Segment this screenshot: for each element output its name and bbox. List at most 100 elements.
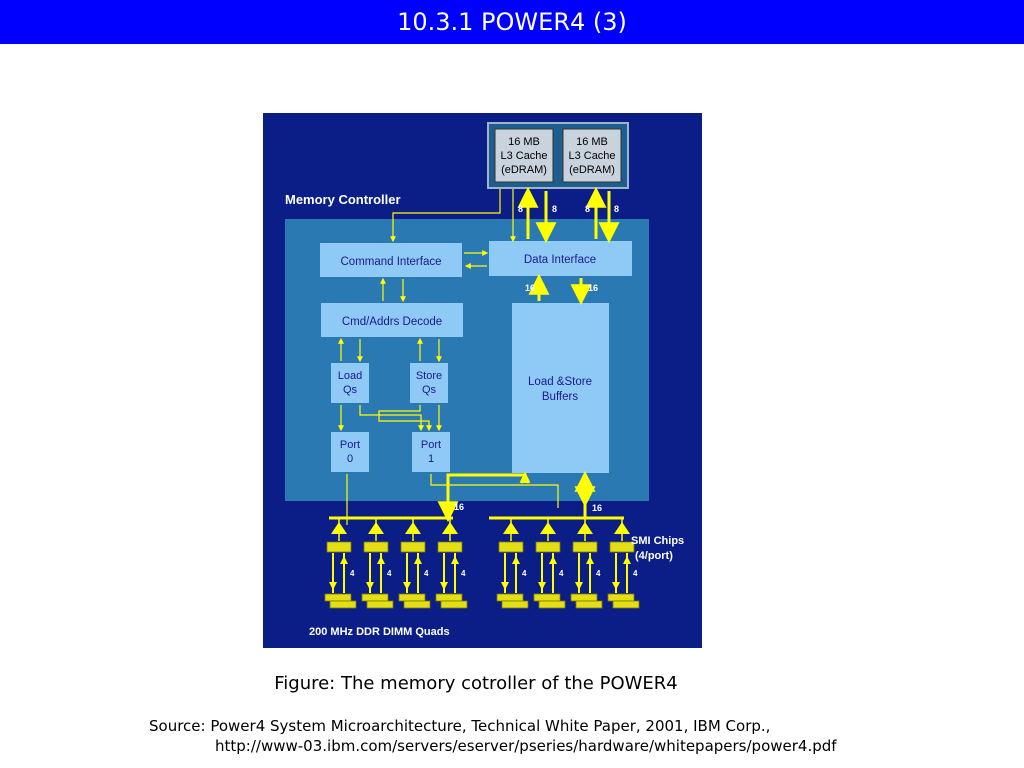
- dimm-module: [329, 600, 357, 609]
- smi-feed-arrow: [368, 522, 384, 534]
- l3-cache-right: [562, 128, 622, 183]
- control-signal-lines: [338, 189, 559, 525]
- load-qs-line2: Qs: [343, 384, 358, 396]
- dimm-module: [398, 593, 426, 602]
- dimm-link-arrow-down: [575, 582, 583, 590]
- smi-chip: [498, 541, 524, 553]
- dimm-link-arrow-down: [403, 582, 411, 590]
- dimm-module: [361, 593, 389, 602]
- l3-cache-left: [494, 128, 554, 183]
- bus-width-4: 4: [522, 569, 527, 578]
- dimm-link-arrow-down: [612, 582, 620, 590]
- load-qs-block: [331, 363, 369, 403]
- bus-width-4: 4: [559, 569, 564, 578]
- smi-feed-arrow: [405, 522, 421, 534]
- bus-width-4: 4: [387, 569, 392, 578]
- port0-line2: 0: [347, 453, 353, 465]
- dimm-link-arrow-up: [451, 556, 459, 564]
- figure-caption: Figure: The memory cotroller of the POWE…: [274, 673, 678, 694]
- dimm-link-arrow-down: [366, 582, 374, 590]
- memory-controller-label: Memory Controller: [285, 192, 401, 207]
- command-interface-label: Command Interface: [341, 256, 442, 268]
- source-line-1: Source: Power4 System Microarchitecture,…: [149, 717, 771, 735]
- dimm-link-arrow-up: [340, 556, 348, 564]
- store-qs-block: [410, 363, 448, 403]
- bus-width-8-a: 8: [518, 204, 523, 214]
- port1-line1: Port: [421, 439, 441, 451]
- dimm-link-arrow-down: [501, 582, 509, 590]
- l3-right-line2: L3 Cache: [568, 150, 615, 162]
- dimm-module: [501, 600, 529, 609]
- l3-left-line2: L3 Cache: [500, 150, 547, 162]
- l3-left-line1: 16 MB: [508, 136, 540, 148]
- dimm-link-arrow-up: [549, 556, 557, 564]
- smi-feed-arrow: [614, 522, 630, 534]
- slide-title: 10.3.1 POWER4 (3): [397, 8, 627, 36]
- smi-chip: [326, 541, 352, 553]
- bus-width-8-c: 8: [585, 204, 590, 214]
- bus-width-8-d: 8: [614, 204, 619, 214]
- smi-feed-arrow: [331, 522, 347, 534]
- smi-chip: [400, 541, 426, 553]
- cmd-addrs-decode-label: Cmd/Addrs Decode: [342, 316, 442, 328]
- l3-left-line3: (eDRAM): [501, 164, 547, 176]
- bus-width-4: 4: [350, 569, 355, 578]
- source-url: http://www-03.ibm.com/servers/eserver/ps…: [215, 737, 837, 755]
- dimm-module: [496, 593, 524, 602]
- smi-chip: [609, 541, 635, 553]
- data-interface-label: Data Interface: [524, 254, 596, 266]
- dimm-link-arrow-down: [538, 582, 546, 590]
- buffers-line2: Buffers: [542, 391, 578, 403]
- load-qs-line1: Load: [338, 370, 362, 382]
- bus-width-4: 4: [633, 569, 638, 578]
- dimm-link-arrow-up: [623, 556, 631, 564]
- title-bar: 10.3.1 POWER4 (3): [0, 0, 1024, 44]
- dimm-module: [533, 593, 561, 602]
- dimm-link-arrow-up: [512, 556, 520, 564]
- port1-block: [412, 432, 450, 472]
- data-buses: [329, 186, 624, 523]
- bus-width-16-c: 16: [454, 502, 464, 512]
- dimm-link-arrow-down: [440, 582, 448, 590]
- dimm-link-arrow-down: [329, 582, 337, 590]
- port0-block: [331, 432, 369, 472]
- data-interface-block: [489, 241, 632, 276]
- bus-width-4: 4: [461, 569, 466, 578]
- dimm-module: [366, 600, 394, 609]
- bus-width-4: 4: [596, 569, 601, 578]
- dimm-module: [403, 600, 431, 609]
- dimm-link-arrow-up: [414, 556, 422, 564]
- dimm-module: [575, 600, 603, 609]
- smi-feed-arrow: [503, 522, 519, 534]
- memory-controller-diagram: 16 MB L3 Cache (eDRAM) 16 MB L3 Cache (e…: [263, 113, 702, 648]
- cmd-addrs-decode-block: [321, 303, 463, 337]
- bus-width-16-a: 16: [525, 283, 535, 293]
- smi-chip: [437, 541, 463, 553]
- bus-width-16-d: 16: [592, 503, 602, 513]
- dimm-module: [570, 593, 598, 602]
- dimm-module: [435, 593, 463, 602]
- l3-right-line1: 16 MB: [576, 136, 608, 148]
- store-qs-line2: Qs: [422, 384, 437, 396]
- l3-cache-group: 16 MB L3 Cache (eDRAM) 16 MB L3 Cache (e…: [487, 122, 629, 189]
- bus-width-16-b: 16: [588, 283, 598, 293]
- smi-chip: [363, 541, 389, 553]
- dimm-module: [607, 593, 635, 602]
- dimm-label: 200 MHz DDR DIMM Quads: [309, 626, 450, 638]
- smi-chip: [535, 541, 561, 553]
- dimm-link-arrow-up: [586, 556, 594, 564]
- dimm-module: [324, 593, 352, 602]
- command-interface-block: [320, 243, 462, 277]
- smi-feed-arrow: [540, 522, 556, 534]
- port0-line1: Port: [340, 439, 360, 451]
- buffers-line1: Load &Store: [528, 376, 592, 388]
- smi-feed-arrow: [577, 522, 593, 534]
- smi-chips-label-1: SMI Chips: [631, 535, 684, 547]
- port1-line2: 1: [428, 453, 434, 465]
- store-qs-line1: Store: [416, 370, 442, 382]
- bus-width-8-b: 8: [552, 204, 557, 214]
- l3-right-line3: (eDRAM): [569, 164, 615, 176]
- dimm-module: [538, 600, 566, 609]
- dimm-module: [440, 600, 468, 609]
